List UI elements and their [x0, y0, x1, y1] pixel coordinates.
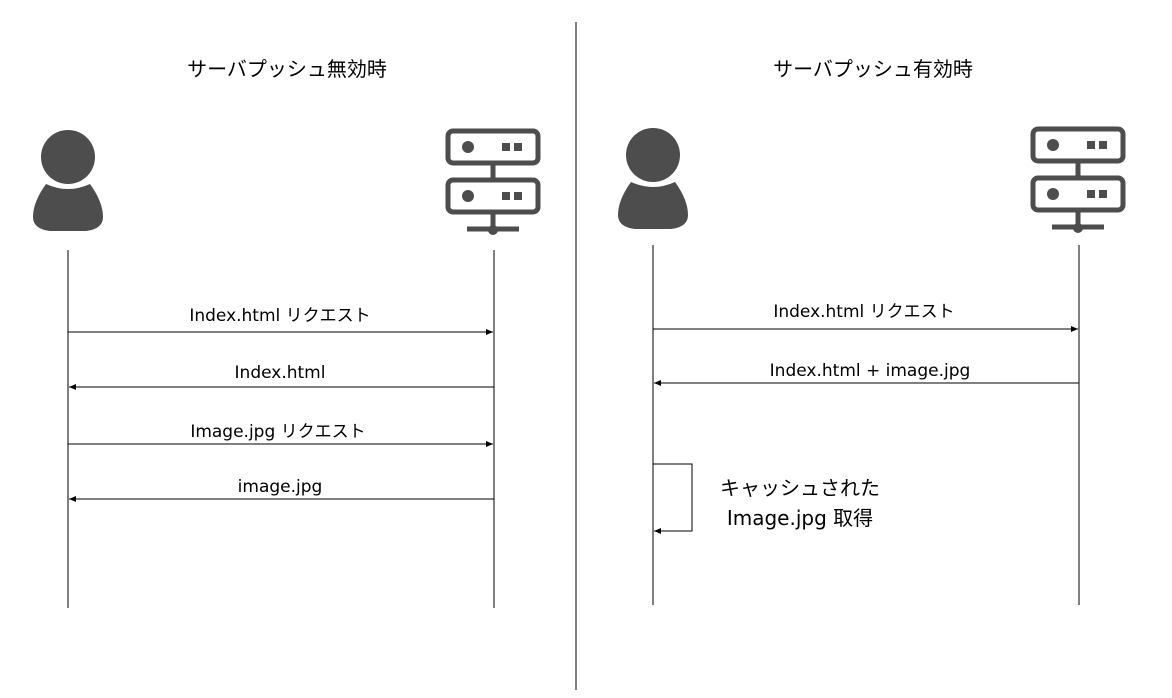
- cache-label-line1: キャッシュされた: [720, 476, 880, 500]
- message-label: image.jpg: [238, 477, 323, 497]
- message-label: Index.html リクエスト: [189, 306, 370, 326]
- message-label: Index.html + image.jpg: [770, 361, 971, 381]
- server-icon: [1033, 129, 1123, 233]
- cache-self-arrow: [653, 463, 693, 534]
- left-panel-title: サーバプッシュ無効時: [187, 57, 387, 81]
- server-icon: [448, 131, 538, 235]
- user-icon: [618, 128, 688, 229]
- right-panel-title: サーバプッシュ有効時: [773, 57, 973, 81]
- left-panel: サーバプッシュ無効時 Index.html リクエスト Index.html I…: [33, 57, 538, 608]
- message-label: Index.html リクエスト: [773, 302, 954, 322]
- message-label: Image.jpg リクエスト: [190, 422, 365, 442]
- right-panel: サーバプッシュ有効時 Index.html リクエスト Index.html +…: [618, 57, 1123, 605]
- message-label: Index.html: [235, 363, 326, 383]
- cache-label-line2: Image.jpg 取得: [727, 506, 873, 530]
- user-icon: [33, 130, 103, 231]
